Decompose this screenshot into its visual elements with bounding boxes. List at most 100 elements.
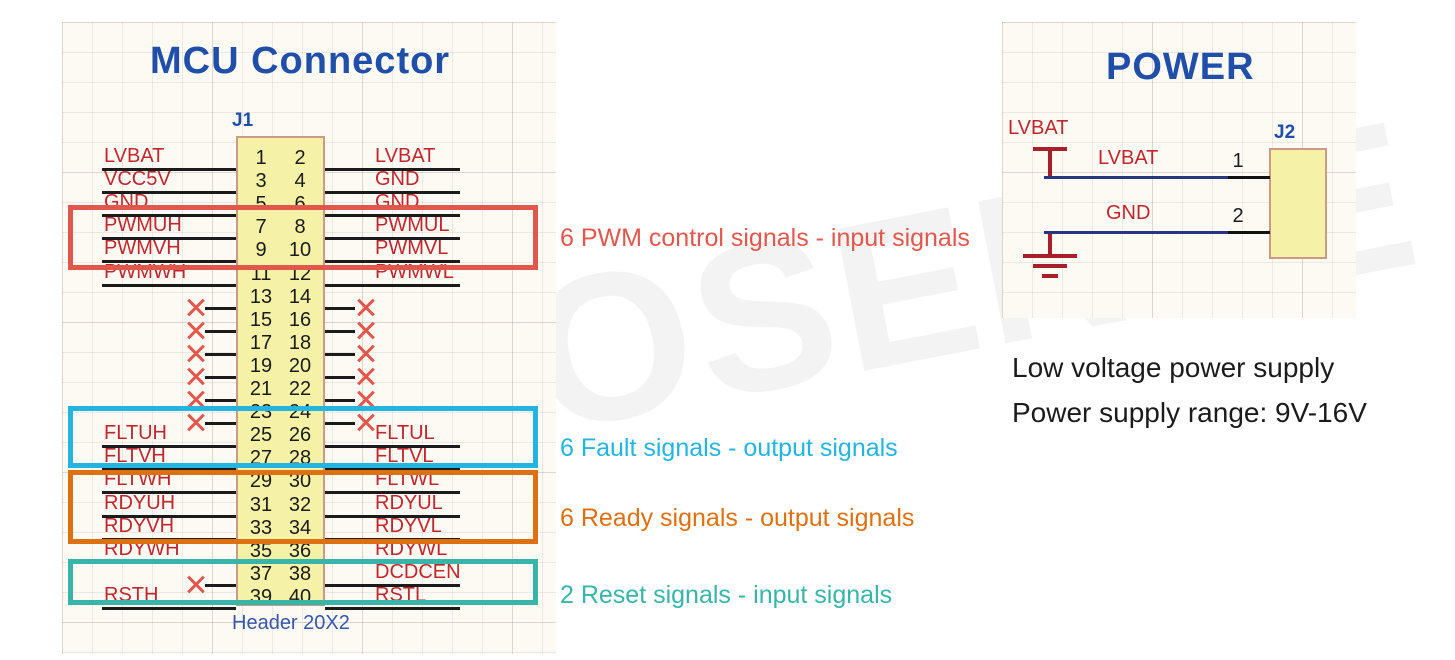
power-port-label: LVBAT [1008, 117, 1069, 139]
power-title: POWER [1106, 46, 1255, 88]
no-connect-x-icon [355, 296, 377, 318]
mcu-net-label-left: PWMVH [104, 237, 181, 259]
mcu-pin-number: 35 [249, 539, 273, 562]
mcu-pin-number: 5 [255, 193, 267, 216]
mcu-wire-right [325, 491, 460, 494]
power-pin-1: 1 [1232, 150, 1244, 172]
mcu-wire-left [102, 515, 236, 518]
mcu-pin-number: 14 [288, 285, 312, 308]
power-wire-gnd [1044, 231, 1228, 234]
group-box-ready [68, 470, 538, 544]
mcu-wire-right [325, 214, 460, 217]
mcu-net-label-right: PWMUL [375, 214, 450, 236]
no-connect-x-icon [355, 365, 377, 387]
mcu-net-label-left: VCC5V [104, 168, 171, 190]
mcu-wire-left [102, 237, 236, 240]
mcu-wire-left-nc [205, 399, 236, 402]
mcu-wire-left [102, 168, 236, 171]
annotation-pwm: 6 PWM control signals - input signals [560, 224, 970, 252]
mcu-net-label-left: RDYUH [104, 492, 176, 514]
mcu-wire-left-nc [205, 330, 236, 333]
mcu-wire-right [325, 237, 460, 240]
group-box-pwm [68, 205, 538, 270]
mcu-pin-number: 17 [249, 331, 273, 354]
power-note-2: Power supply range: 9V-16V [1012, 397, 1367, 428]
mcu-net-label-right: RDYVL [375, 515, 442, 537]
mcu-footer-label: Header 20X2 [232, 612, 350, 634]
mcu-pin-number: 36 [288, 539, 312, 562]
no-connect-x-icon [185, 342, 207, 364]
mcu-pin-number: 25 [249, 424, 273, 447]
mcu-pin-number: 10 [288, 239, 312, 262]
mcu-wire-right [325, 191, 460, 194]
mcu-pin-number: 37 [249, 562, 273, 585]
group-box-reset [68, 559, 538, 605]
mcu-wire-right [325, 607, 460, 610]
mcu-wire-right [325, 260, 460, 263]
mcu-net-label-right: FLTUL [375, 422, 435, 444]
gnd-bar1-icon [1023, 254, 1077, 258]
mcu-wire-left [102, 284, 236, 287]
annotation-reset: 2 Reset signals - input signals [560, 581, 893, 609]
mcu-wire-right-nc [325, 422, 355, 425]
gnd-bar3-icon [1042, 274, 1058, 278]
mcu-pin-number: 9 [255, 239, 267, 262]
power-port-stem-icon [1048, 147, 1052, 177]
mcu-wire-left-nc [205, 307, 236, 310]
no-connect-x-icon [355, 319, 377, 341]
mcu-pin-number: 31 [249, 493, 273, 516]
mcu-pin-number: 7 [255, 216, 267, 239]
power-note-1: Low voltage power supply [1012, 352, 1335, 383]
mcu-refdes: J1 [232, 110, 254, 131]
mcu-pin-number: 13 [249, 285, 273, 308]
mcu-pin-number: 26 [288, 424, 312, 447]
mcu-wire-left [102, 445, 236, 448]
mcu-wire-right-nc [325, 399, 355, 402]
mcu-wire-left-nc [205, 376, 236, 379]
mcu-pin-number: 8 [294, 216, 306, 239]
mcu-wire-left-nc [205, 584, 236, 587]
mcu-pin-number: 34 [288, 516, 312, 539]
mcu-pin-number: 19 [249, 354, 273, 377]
mcu-wire-right [325, 284, 460, 287]
no-connect-x-icon [185, 319, 207, 341]
mcu-net-label-left: LVBAT [104, 145, 165, 167]
mcu-pin-number: 15 [249, 308, 273, 331]
mcu-pin-number: 30 [288, 470, 312, 493]
mcu-pin-number: 29 [249, 470, 273, 493]
power-net-label-lvbat: LVBAT [1098, 147, 1159, 169]
mcu-pin-number: 16 [288, 308, 312, 331]
mcu-wire-right-nc [325, 307, 355, 310]
power-pinwire-lvbat [1228, 176, 1270, 179]
mcu-net-label-left: PWMUH [104, 214, 182, 236]
mcu-net-label-right: PWMVL [375, 237, 449, 259]
mcu-wire-left-nc [205, 353, 236, 356]
mcu-net-label-left: FLTUH [104, 422, 167, 444]
mcu-wire-left [102, 191, 236, 194]
power-wire-lvbat [1044, 176, 1228, 179]
mcu-wire-left [102, 260, 236, 263]
power-pinwire-gnd [1228, 231, 1270, 234]
mcu-pin-number: 1 [255, 147, 267, 169]
mcu-wire-left [102, 491, 236, 494]
mcu-pin-number: 22 [288, 378, 312, 400]
power-connector-body [1269, 148, 1327, 259]
no-connect-x-icon [185, 296, 207, 318]
gnd-bar2-icon [1033, 264, 1067, 268]
mcu-wire-left [102, 607, 236, 610]
annotation-ready: 6 Ready signals - output signals [560, 504, 915, 532]
mcu-wire-right [325, 468, 460, 471]
mcu-title: MCU Connector [150, 40, 451, 82]
mcu-wire-left-nc [205, 422, 236, 425]
power-pin-2: 2 [1232, 205, 1244, 227]
mcu-connector-body [236, 136, 325, 606]
power-net-label-gnd: GND [1106, 202, 1151, 224]
power-refdes: J2 [1274, 122, 1296, 143]
mcu-net-label-right: FLTVL [375, 445, 434, 467]
no-connect-x-icon [355, 342, 377, 364]
mcu-net-label-left: FLTVH [104, 445, 166, 467]
mcu-net-label-right: DCDCEN [375, 561, 461, 583]
mcu-pin-number: 33 [249, 516, 273, 539]
mcu-wire-right-nc [325, 330, 355, 333]
mcu-wire-right [325, 445, 460, 448]
